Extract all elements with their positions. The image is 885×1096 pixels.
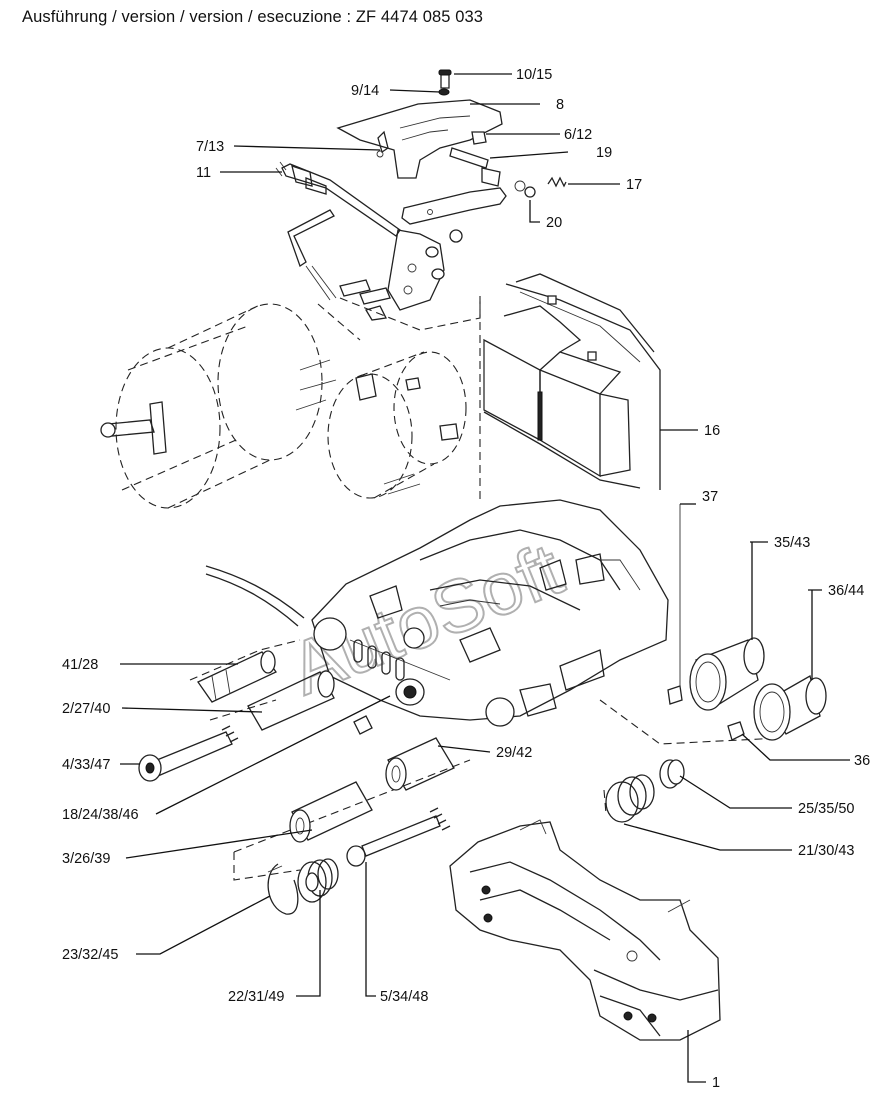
callout-23-32-45: 23/32/45	[62, 947, 118, 963]
pin-37	[667, 504, 683, 705]
callout-9-14: 9/14	[351, 83, 379, 99]
callout-41-28: 41/28	[62, 657, 98, 673]
callout-36: 36	[854, 753, 870, 769]
callout-leaders	[120, 73, 850, 1083]
carrier-bracket	[449, 819, 721, 1041]
callout-18-24-38-46: 18/24/38/46	[62, 807, 139, 823]
callout-37: 37	[702, 489, 718, 505]
plug-18	[353, 715, 373, 735]
bolt-5-34-48	[346, 807, 451, 867]
brake-pad-assembly	[483, 273, 661, 490]
sleeve-29-42	[385, 737, 455, 791]
callout-17: 17	[626, 177, 642, 193]
callout-36-44: 36/44	[828, 583, 864, 599]
pin-36	[727, 721, 745, 741]
callout-21-30-43: 21/30/43	[798, 843, 854, 859]
callout-19: 19	[596, 145, 612, 161]
cap-25-35-50	[659, 759, 685, 789]
bolt-4-33-47	[138, 725, 239, 782]
callout-25-35-50: 25/35/50	[798, 801, 854, 817]
sleeve-41-28	[197, 650, 277, 703]
funnel-boot-35-43	[689, 637, 765, 711]
callout-22-31-49: 22/31/49	[228, 989, 284, 1005]
callout-2-27-40: 2/27/40	[62, 701, 110, 717]
boot-22-31-49	[297, 858, 339, 903]
callout-11: 11	[196, 165, 211, 181]
lever-assembly	[275, 69, 567, 321]
callout-1: 1	[712, 1075, 720, 1091]
boot-21-30-43	[603, 774, 655, 823]
callout-5-34-48: 5/34/48	[380, 989, 428, 1005]
callout-20: 20	[546, 215, 562, 231]
callout-3-26-39: 3/26/39	[62, 851, 110, 867]
callout-10-15: 10/15	[516, 67, 552, 83]
callout-7-13: 7/13	[196, 139, 224, 155]
brake-drum-ghost	[100, 303, 467, 509]
funnel-boot-36-44	[753, 675, 827, 741]
callout-4-33-47: 4/33/47	[62, 757, 110, 773]
callout-6-12: 6/12	[564, 127, 592, 143]
caliper-housing	[205, 499, 669, 727]
page-title: Ausführung / version / version / esecuzi…	[22, 8, 484, 26]
callout-labels: 10/15 9/14 8 6/12 7/13 19 11 17 20 16 37…	[62, 67, 870, 1091]
callout-29-42: 29/42	[496, 745, 532, 761]
ring-23-32-45	[267, 863, 299, 915]
sleeve-2-27-40	[247, 670, 335, 731]
sleeve-3-26-39	[289, 781, 373, 843]
callout-8: 8	[556, 97, 564, 113]
callout-16: 16	[704, 423, 720, 439]
callout-35-43: 35/43	[774, 535, 810, 551]
